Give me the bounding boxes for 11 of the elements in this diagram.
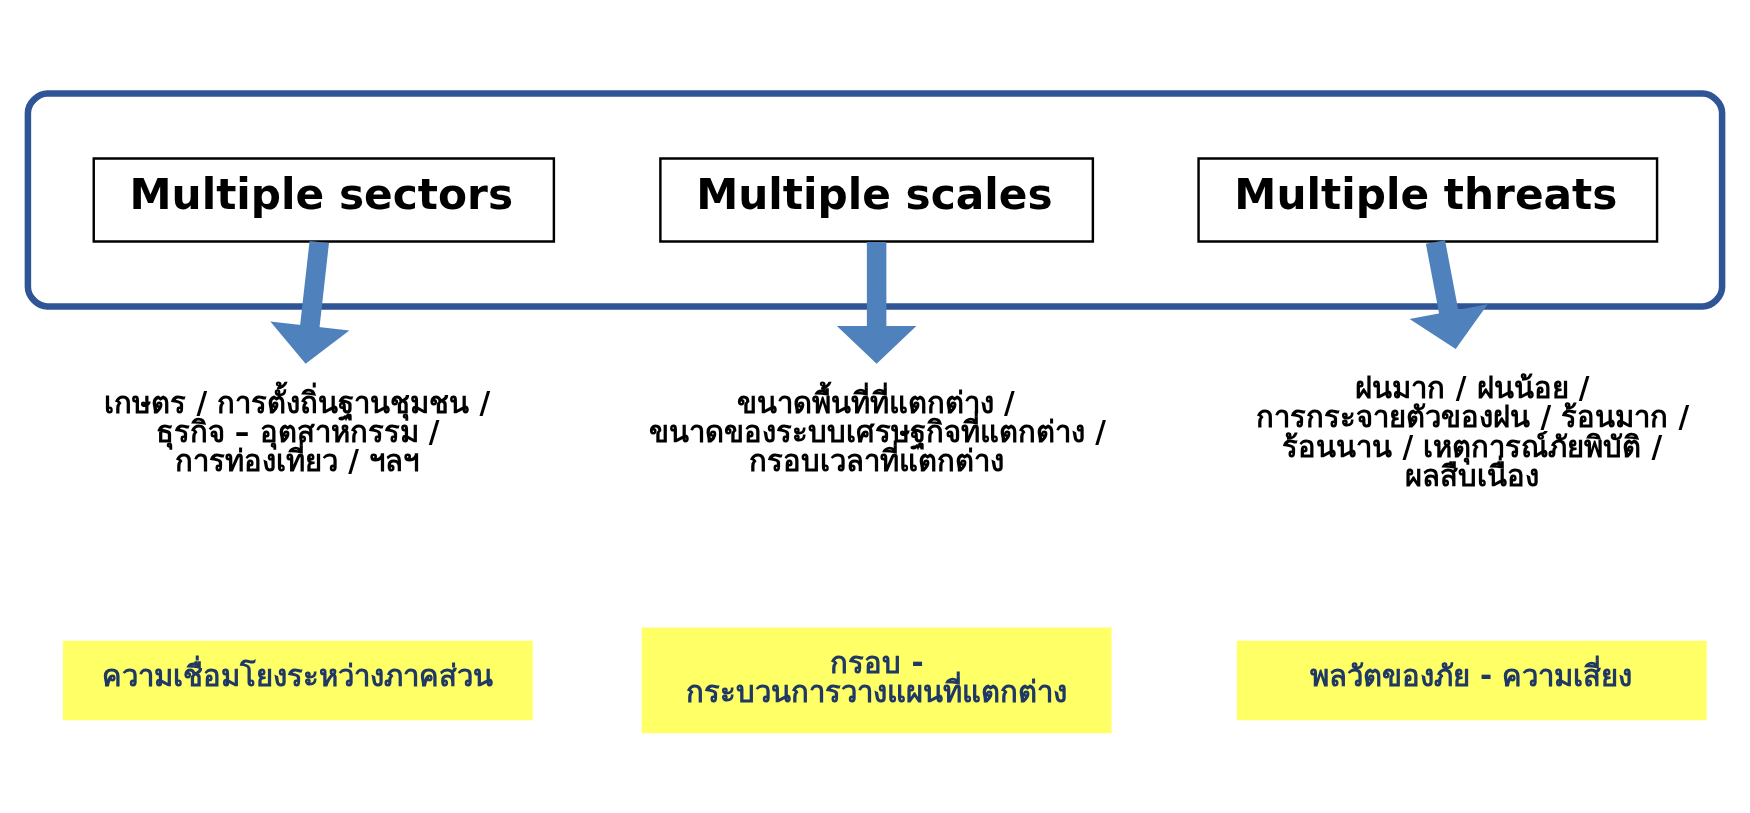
node-box: กรอบ - กระบวนการวางแผนที่แตกต่าง (641, 627, 1112, 734)
node-text: ฝนมาก / ฝนน้อย / การกระจายตัวของฝน / ร้อนมาก / ร้อนนาน / เหตุการณ์ภัยพิบัติ / ผลสืบเนื่อง (1256, 371, 1690, 494)
arrow (1409, 240, 1488, 349)
node-box: ความเชื่อมโยงระหว่างภาคส่วน (62, 640, 533, 721)
node-box: Multiple scales (659, 157, 1095, 243)
cluster (24, 90, 1726, 310)
arrow (270, 240, 350, 364)
node-box: Multiple sectors (92, 157, 556, 243)
node-box: พลวัตของภัย - ความเสี่ยง (1236, 640, 1707, 721)
node-box: Multiple threats (1197, 157, 1659, 243)
arrow (836, 242, 917, 364)
